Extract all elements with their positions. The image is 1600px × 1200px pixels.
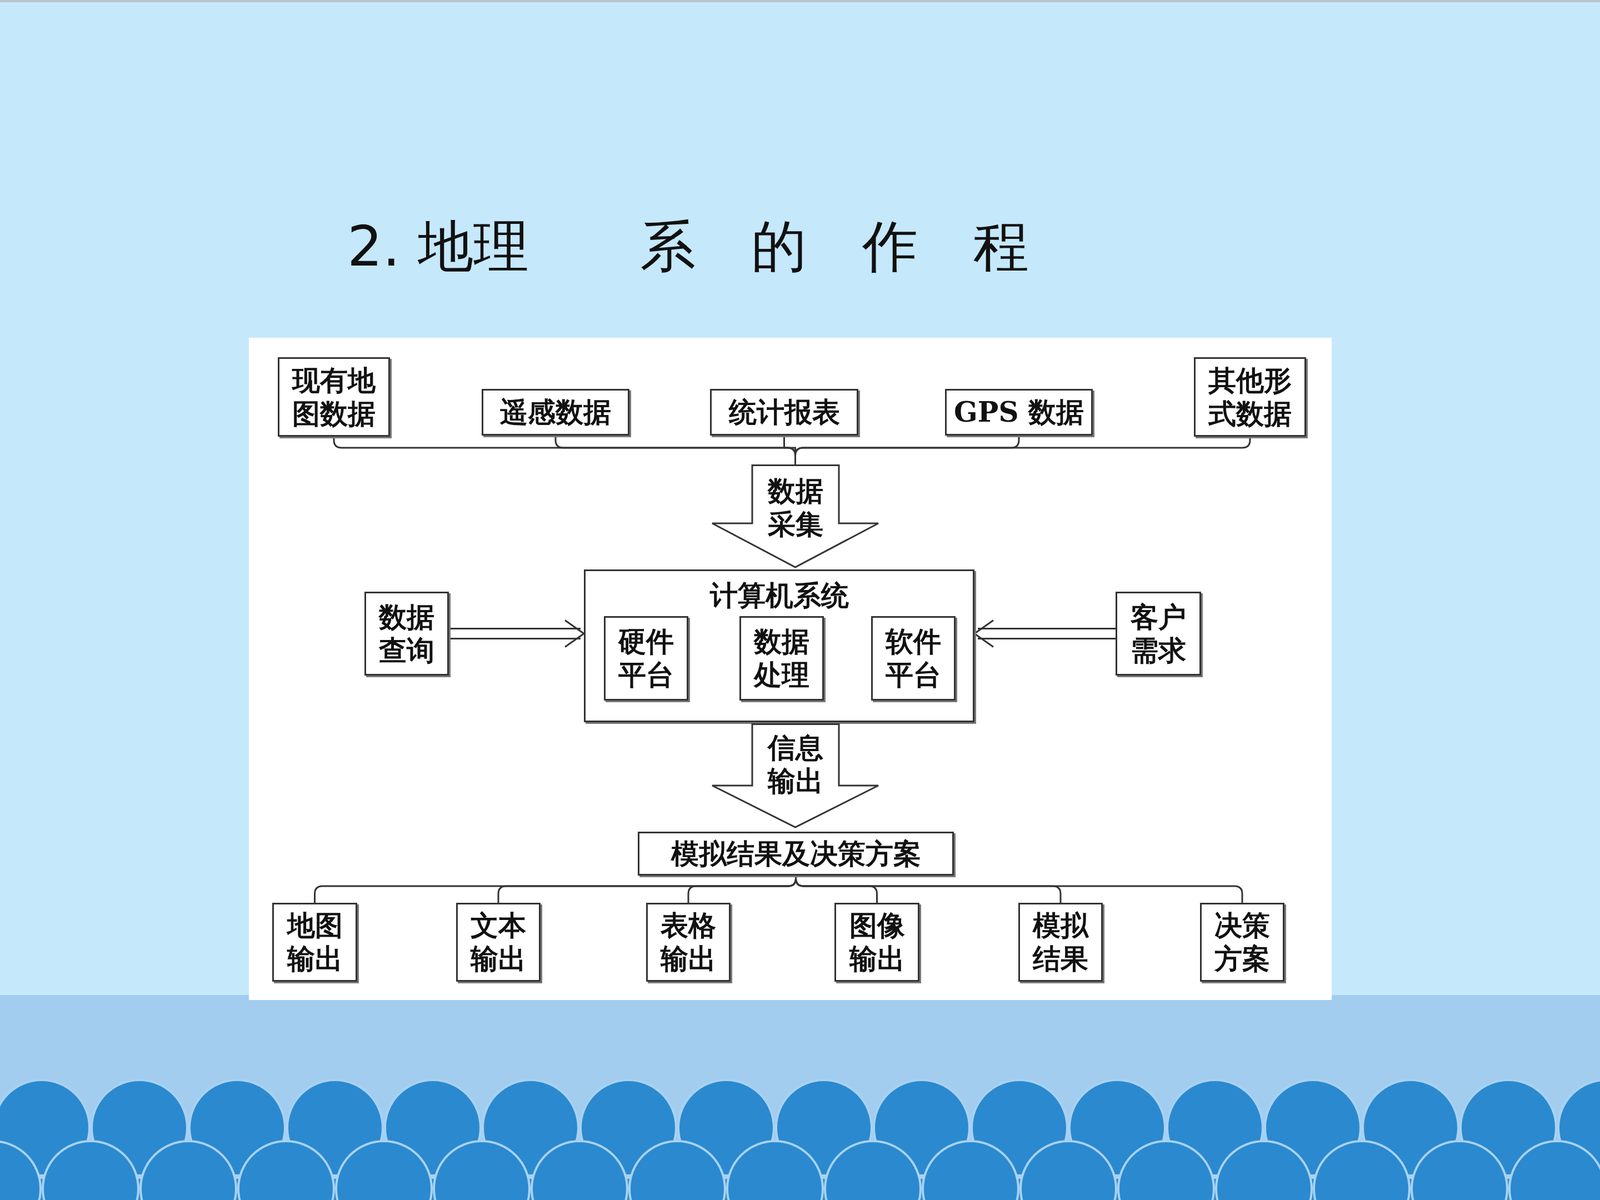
- output-box: 文本输出: [456, 902, 541, 982]
- component-box: 软件平台: [871, 616, 956, 701]
- node-text: 文本输出: [468, 908, 528, 976]
- output-box: 地图输出: [272, 902, 358, 982]
- connector: [498, 875, 797, 903]
- output-box: 模拟结果: [1018, 902, 1103, 982]
- connector: [784, 435, 796, 465]
- node-text: GPS 数据: [953, 395, 1084, 429]
- connector: [974, 620, 1116, 648]
- diagram-panel: [248, 337, 1332, 1000]
- connector: [795, 436, 1251, 465]
- node-text: 表格输出: [658, 908, 718, 976]
- result-box: 模拟结果及决策方案: [637, 831, 954, 876]
- input-box: 数据查询: [364, 591, 449, 676]
- node-text: 硬件平台: [616, 625, 676, 692]
- node-text: 软件平台: [883, 625, 943, 692]
- node-text: 地图输出: [285, 908, 345, 976]
- node-text: 图像输出: [847, 908, 907, 976]
- node-text: 现有地图数据: [290, 363, 378, 431]
- node-text: 统计报表: [728, 395, 840, 429]
- node-text: 数据查询: [377, 600, 437, 668]
- node-text: 决策方案: [1212, 908, 1272, 976]
- wave-row: [0, 1078, 1600, 1200]
- component-box: 硬件平台: [603, 616, 689, 701]
- node-text: 遥感数据: [500, 395, 612, 429]
- source-box: GPS 数据: [945, 388, 1093, 436]
- node-text: 客户需求: [1128, 600, 1188, 668]
- node-text: 信息输出: [766, 731, 825, 798]
- node-text: 其他形式数据: [1206, 363, 1294, 431]
- slide-title: 2. 地理 系 的 作 程: [347, 210, 1029, 285]
- connector: [448, 620, 584, 648]
- system-box: 计算机系统硬件平台 数据处理 软件平台: [583, 569, 975, 723]
- node-text: 计算机系统: [710, 578, 849, 613]
- source-box: 统计报表: [710, 388, 859, 436]
- connector: [796, 875, 1243, 903]
- node-text: 数据采集: [766, 474, 825, 542]
- node-text: 数据处理: [752, 625, 812, 692]
- input-box: 客户需求: [1115, 591, 1202, 676]
- node-text: 模拟结果: [1031, 908, 1090, 976]
- sea-band: [0, 995, 1600, 1200]
- source-box: 其他形式数据: [1193, 357, 1307, 437]
- wave-row: [0, 1140, 1600, 1200]
- connector: [315, 875, 797, 903]
- node-text: 模拟结果及决策方案: [671, 837, 922, 871]
- source-box: 现有地图数据: [277, 357, 390, 437]
- component-box: 数据处理: [739, 616, 824, 701]
- top-line: [0, 0, 1600, 3]
- process-arrow: 数据采集: [711, 464, 880, 569]
- connector: [796, 875, 1062, 903]
- output-box: 表格输出: [646, 902, 731, 982]
- connector: [333, 436, 796, 465]
- output-box: 图像输出: [834, 902, 920, 982]
- connector: [688, 875, 797, 903]
- connector: [795, 435, 1020, 465]
- source-box: 遥感数据: [481, 388, 630, 436]
- process-arrow: 信息输出: [711, 723, 880, 829]
- connector: [555, 435, 796, 465]
- output-box: 决策方案: [1200, 902, 1285, 982]
- connector: [796, 875, 878, 903]
